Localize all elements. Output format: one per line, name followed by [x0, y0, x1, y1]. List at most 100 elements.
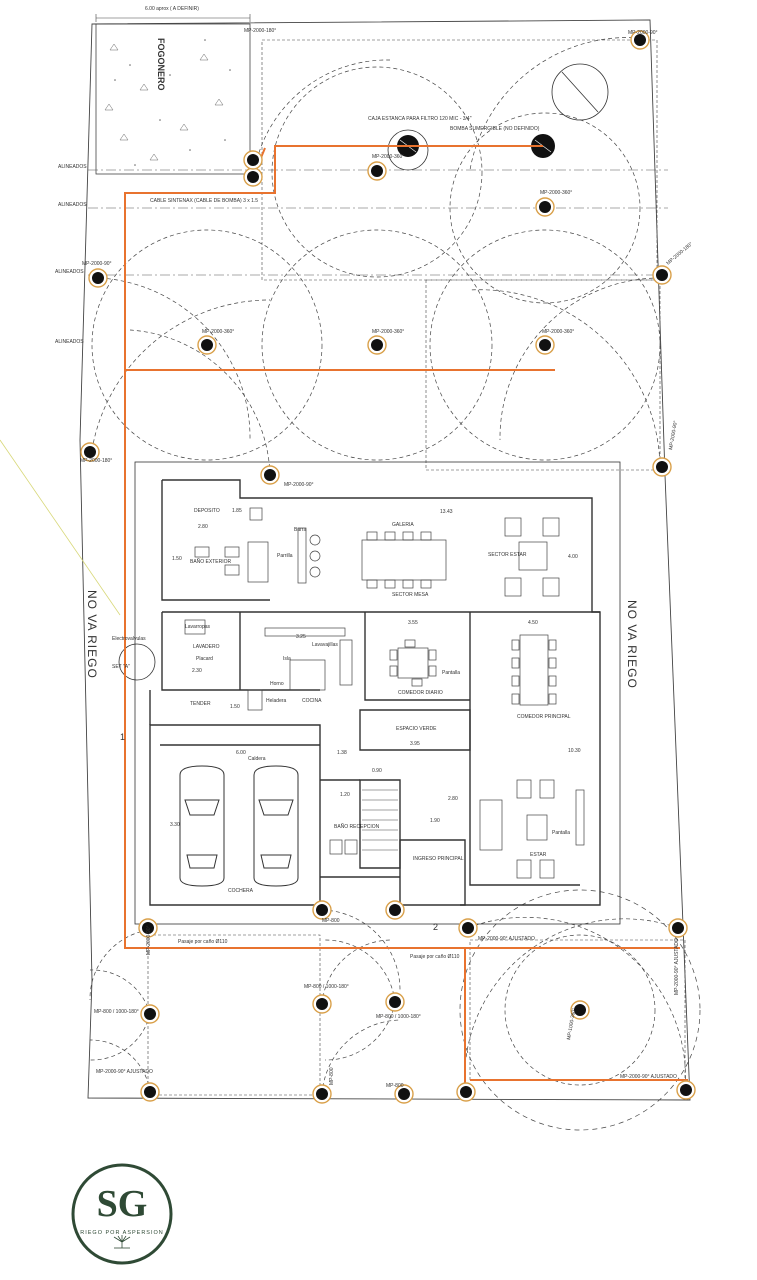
dim: 2.80 — [198, 524, 208, 530]
room-deposito: DEPOSITO — [194, 508, 220, 514]
dim: 2.30 — [192, 668, 202, 674]
dim: 4.00 — [568, 554, 578, 560]
room-estar: ESTAR — [530, 852, 547, 858]
sprinkler-head-icon — [312, 994, 332, 1014]
alineados-label: ALINEADOS — [55, 339, 84, 345]
sprinkler-label: MP-800 / 1000-180° — [304, 984, 349, 990]
sprinkler-label: MP-800 — [322, 918, 340, 924]
sprinkler-label: MP-2000-90° — [628, 30, 658, 36]
sprinkler-label: MP-2000-360° — [540, 190, 572, 196]
room-lavavajillas: Lavavajillas — [312, 642, 338, 648]
sprinkler-label: MP-2000-360° — [372, 154, 404, 160]
dim: 3.25 — [296, 634, 306, 640]
sprinkler-label: MP-2000-180° — [244, 28, 276, 34]
sprinkler-head-icon — [394, 1084, 414, 1104]
dim: 6.00 — [236, 750, 246, 756]
alignment-lines — [88, 169, 668, 276]
room-sector-estar: SECTOR ESTAR — [488, 552, 527, 558]
room-isla: Isla — [283, 656, 291, 662]
sprinkler-head-icon — [676, 1080, 696, 1100]
sprinkler-head-icon — [385, 900, 405, 920]
sprinkler-label: MP-2000-90° AJUSTADO — [96, 1069, 153, 1075]
logo-text: RIEGO POR ASPERSION — [80, 1230, 164, 1236]
irrigation-pipes — [124, 145, 688, 1092]
sprinkler-label: MP-2000-360° — [542, 329, 574, 335]
room-pantalla: Pantalla — [442, 670, 460, 676]
sprinkler-label: MP-2000-90° — [284, 482, 314, 488]
marker: 2 — [433, 922, 438, 932]
alineados-label: ALINEADOS — [58, 164, 87, 170]
room-horno: Horno — [270, 681, 284, 687]
room-bano-exterior: BAÑO EXTERIOR — [190, 558, 232, 565]
sprinkler-label: MP-2000-90° — [146, 925, 152, 955]
room-bano-recepcion: BAÑO RECEPCION — [334, 823, 380, 830]
guide-line — [0, 439, 121, 616]
sprinkler-head-icon — [668, 918, 688, 938]
fogonero-area — [95, 23, 251, 175]
sprinkler-head-icon — [456, 1082, 476, 1102]
sprinkler-head-icon — [140, 1082, 160, 1102]
fogonero-label: FOGONERO — [156, 38, 166, 91]
sprinkler-label: MP-800 — [386, 1083, 404, 1089]
sprinkler-head-icon — [260, 465, 280, 485]
sprinkler-head-icon — [630, 30, 650, 50]
caja-label: CAJA ESTANCA PARA FILTRO 120 MIC - 3/4" — [368, 116, 472, 122]
dim: 13.43 — [440, 509, 453, 515]
no-riego-left: NO VA RIEGO — [85, 590, 99, 679]
no-riego-right: NO VA RIEGO — [625, 600, 639, 689]
sprinkler-head-icon — [367, 161, 387, 181]
sprinkler-head-icon — [312, 900, 332, 920]
dimension-label: 6.00 aprox ( A DEFINIR) — [145, 6, 199, 12]
logo-initials: SG — [97, 1183, 148, 1225]
sprinkler-label: MP-2000-90° — [668, 420, 679, 450]
sprinkler-head-icon — [535, 197, 555, 217]
tree-circle — [118, 63, 609, 681]
room-cochera: COCHERA — [228, 888, 254, 894]
sprinkler-logo-icon — [113, 1235, 131, 1249]
sprinkler-label: MP-2000-90° AJUSTADO — [674, 938, 680, 995]
room-espacio-verde: ESPACIO VERDE — [396, 726, 437, 732]
room-caldera: Caldera — [248, 756, 266, 762]
room-pantalla-2: Pantalla — [552, 830, 570, 836]
room-ingreso-principal: INGRESO PRINCIPAL — [413, 856, 464, 862]
sprinkler-head-icon — [367, 335, 387, 355]
property-boundary — [79, 14, 691, 1101]
sprinkler-label: MP-2000-180° — [665, 241, 694, 266]
sprinkler-label: MP-1000-360° — [566, 1007, 578, 1040]
sprinkler-label: MP-2000-90° AJUSTADO — [478, 936, 535, 942]
sprinkler-label: MP-2000-360° — [372, 329, 404, 335]
sprinkler-head-icon — [570, 1000, 590, 1020]
sprinkler-head-icon — [197, 335, 217, 355]
furniture — [184, 507, 585, 879]
sprinkler-head-icon — [243, 167, 263, 187]
dim: 1.50 — [172, 556, 182, 562]
sprinkler-head-icon — [385, 992, 405, 1012]
room-labels: DEPOSITO BAÑO EXTERIOR Barra Parrilla GA… — [112, 508, 571, 894]
dim: 1.90 — [430, 818, 440, 824]
room-placard: Placard — [196, 656, 213, 662]
passage-label: Pasaje por caño Ø110 — [178, 939, 228, 945]
sprinkler-head-icon — [458, 918, 478, 938]
sprinkler-head-icon — [535, 335, 555, 355]
alineados-label: ALINEADOS — [55, 269, 84, 275]
room-comedor-diario: COMEDOR DIARIO — [398, 690, 443, 696]
room-tender: TENDER — [190, 701, 211, 707]
sprinkler-label: MP-2000-90° — [82, 261, 112, 267]
passage-label: Pasaje por caño Ø110 — [410, 954, 460, 960]
room-lavadero: LAVADERO — [193, 644, 220, 650]
dim: 2.80 — [448, 796, 458, 802]
sprinkler-head-icon — [140, 1004, 160, 1024]
sprinkler-label: MP-800 / 1000-180° — [94, 1009, 139, 1015]
dim: 4.50 — [528, 620, 538, 626]
sprinkler-label: MP-800 — [329, 1067, 335, 1085]
dim: 1.50 — [230, 704, 240, 710]
sprinkler-head-icon — [88, 268, 108, 288]
sprinkler-label: MP-2000-360° — [202, 329, 234, 335]
sprinkler-layer — [80, 30, 696, 1104]
room-cocina: COCINA — [302, 698, 322, 704]
stair — [362, 789, 398, 851]
sprinkler-head-icon — [80, 442, 100, 462]
room-barra: Barra — [294, 527, 306, 533]
dim: 3.95 — [410, 741, 420, 747]
